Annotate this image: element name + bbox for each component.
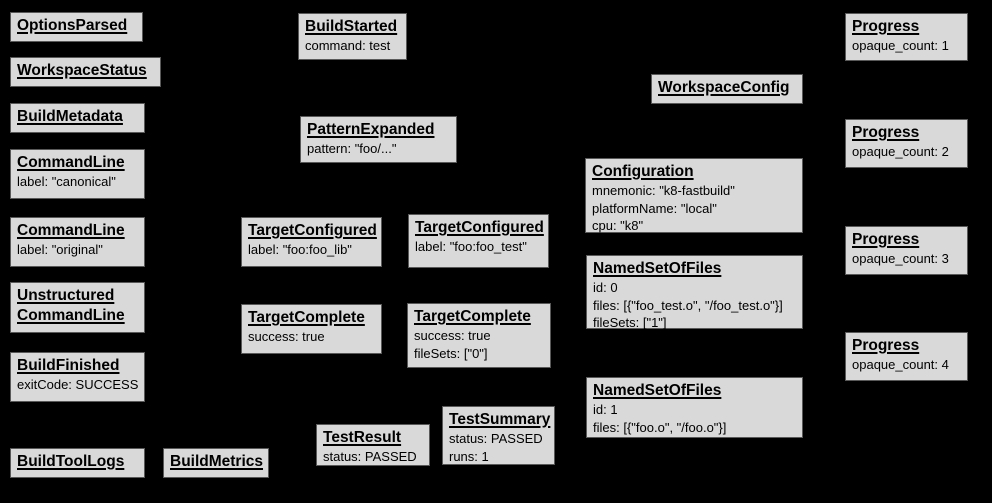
node-target-complete-foo-lib: TargetComplete success: true [241,304,382,354]
node-field: fileSets: ["0"] [414,345,488,361]
node-field: runs: 1 [449,448,489,464]
node-field: cpu: "k8" [592,218,644,233]
node-title: BuildMetrics [170,453,264,470]
node-field: opaque_count: 4 [852,357,949,372]
node-title: PatternExpanded [307,121,435,138]
node-title: Unstructured CommandLine [17,287,125,324]
node-field: label: "foo:foo_lib" [248,242,352,257]
node-unstructured-command-line: Unstructured CommandLine [10,282,145,333]
node-options-parsed: OptionsParsed [10,12,143,42]
node-field: opaque_count: 2 [852,144,949,159]
node-title: NamedSetOfFiles [593,382,722,399]
node-field: label: "canonical" [17,174,116,189]
node-title: Progress [852,18,920,35]
node-title: TestSummary [449,411,551,428]
node-field: label: "foo:foo_test" [415,239,527,254]
node-title: BuildToolLogs [17,453,125,470]
node-title: TargetConfigured [248,222,377,239]
node-progress-2: Progress opaque_count: 2 [845,119,968,168]
node-title: TargetComplete [414,308,531,325]
node-title: Progress [852,231,920,248]
node-field: opaque_count: 3 [852,251,949,266]
node-named-set-of-files-0: NamedSetOfFiles id: 0 files: [{"foo_test… [586,255,803,330]
node-named-set-of-files-1: NamedSetOfFiles id: 1 files: [{"foo.o", … [586,377,803,438]
node-title: BuildStarted [305,18,398,35]
node-configuration: Configuration mnemonic: "k8-fastbuild" p… [585,158,803,233]
node-command-line-original: CommandLine label: "original" [10,217,145,267]
node-title: OptionsParsed [17,17,128,34]
node-title: WorkspaceConfig [658,79,790,96]
node-build-finished: BuildFinished exitCode: SUCCESS [10,352,145,402]
node-field: id: 1 [593,402,618,417]
node-field: command: test [305,38,391,53]
node-workspace-status: WorkspaceStatus [10,57,161,87]
node-title: TargetComplete [248,309,365,326]
node-field: platformName: "local" [592,200,717,216]
node-field: exitCode: SUCCESS [17,377,139,392]
node-build-started: BuildStarted command: test [298,13,407,60]
node-field: pattern: "foo/..." [307,141,397,156]
node-field: opaque_count: 1 [852,38,949,53]
node-title: Progress [852,337,920,354]
node-build-tool-logs: BuildToolLogs [10,448,145,478]
node-test-result: TestResult status: PASSED [316,424,430,466]
node-title: BuildFinished [17,357,120,374]
node-progress-1: Progress opaque_count: 1 [845,13,968,61]
node-title: CommandLine [17,222,125,239]
node-target-configured-foo-test: TargetConfigured label: "foo:foo_test" [408,214,549,268]
node-title: TestResult [323,429,402,446]
node-title: Configuration [592,163,694,180]
node-field: fileSets: ["1"] [593,315,667,330]
node-title: Progress [852,124,920,141]
node-test-summary: TestSummary status: PASSED runs: 1 [442,406,555,465]
node-title: BuildMetadata [17,108,123,125]
node-target-configured-foo-lib: TargetConfigured label: "foo:foo_lib" [241,217,382,267]
node-field: success: true [248,329,325,344]
node-workspace-config: WorkspaceConfig [651,74,803,104]
node-pattern-expanded: PatternExpanded pattern: "foo/..." [300,116,457,163]
node-field: success: true [414,328,491,343]
node-field: id: 0 [593,280,618,295]
node-title: NamedSetOfFiles [593,260,722,277]
node-command-line-canonical: CommandLine label: "canonical" [10,149,145,199]
node-title: TargetConfigured [415,219,544,236]
node-field: mnemonic: "k8-fastbuild" [592,183,735,198]
node-progress-4: Progress opaque_count: 4 [845,332,968,381]
node-target-complete-foo-test: TargetComplete success: true fileSets: [… [407,303,551,368]
node-build-metadata: BuildMetadata [10,103,145,133]
node-field: status: PASSED [323,449,417,464]
node-progress-3: Progress opaque_count: 3 [845,226,968,275]
node-title: WorkspaceStatus [17,62,147,79]
node-build-metrics: BuildMetrics [163,448,269,478]
node-field: status: PASSED [449,431,543,446]
node-field: files: [{"foo_test.o", "/foo_test.o"}] [593,297,783,313]
node-field: label: "original" [17,242,103,257]
node-title: CommandLine [17,154,125,171]
node-field: files: [{"foo.o", "/foo.o"}] [593,419,727,435]
